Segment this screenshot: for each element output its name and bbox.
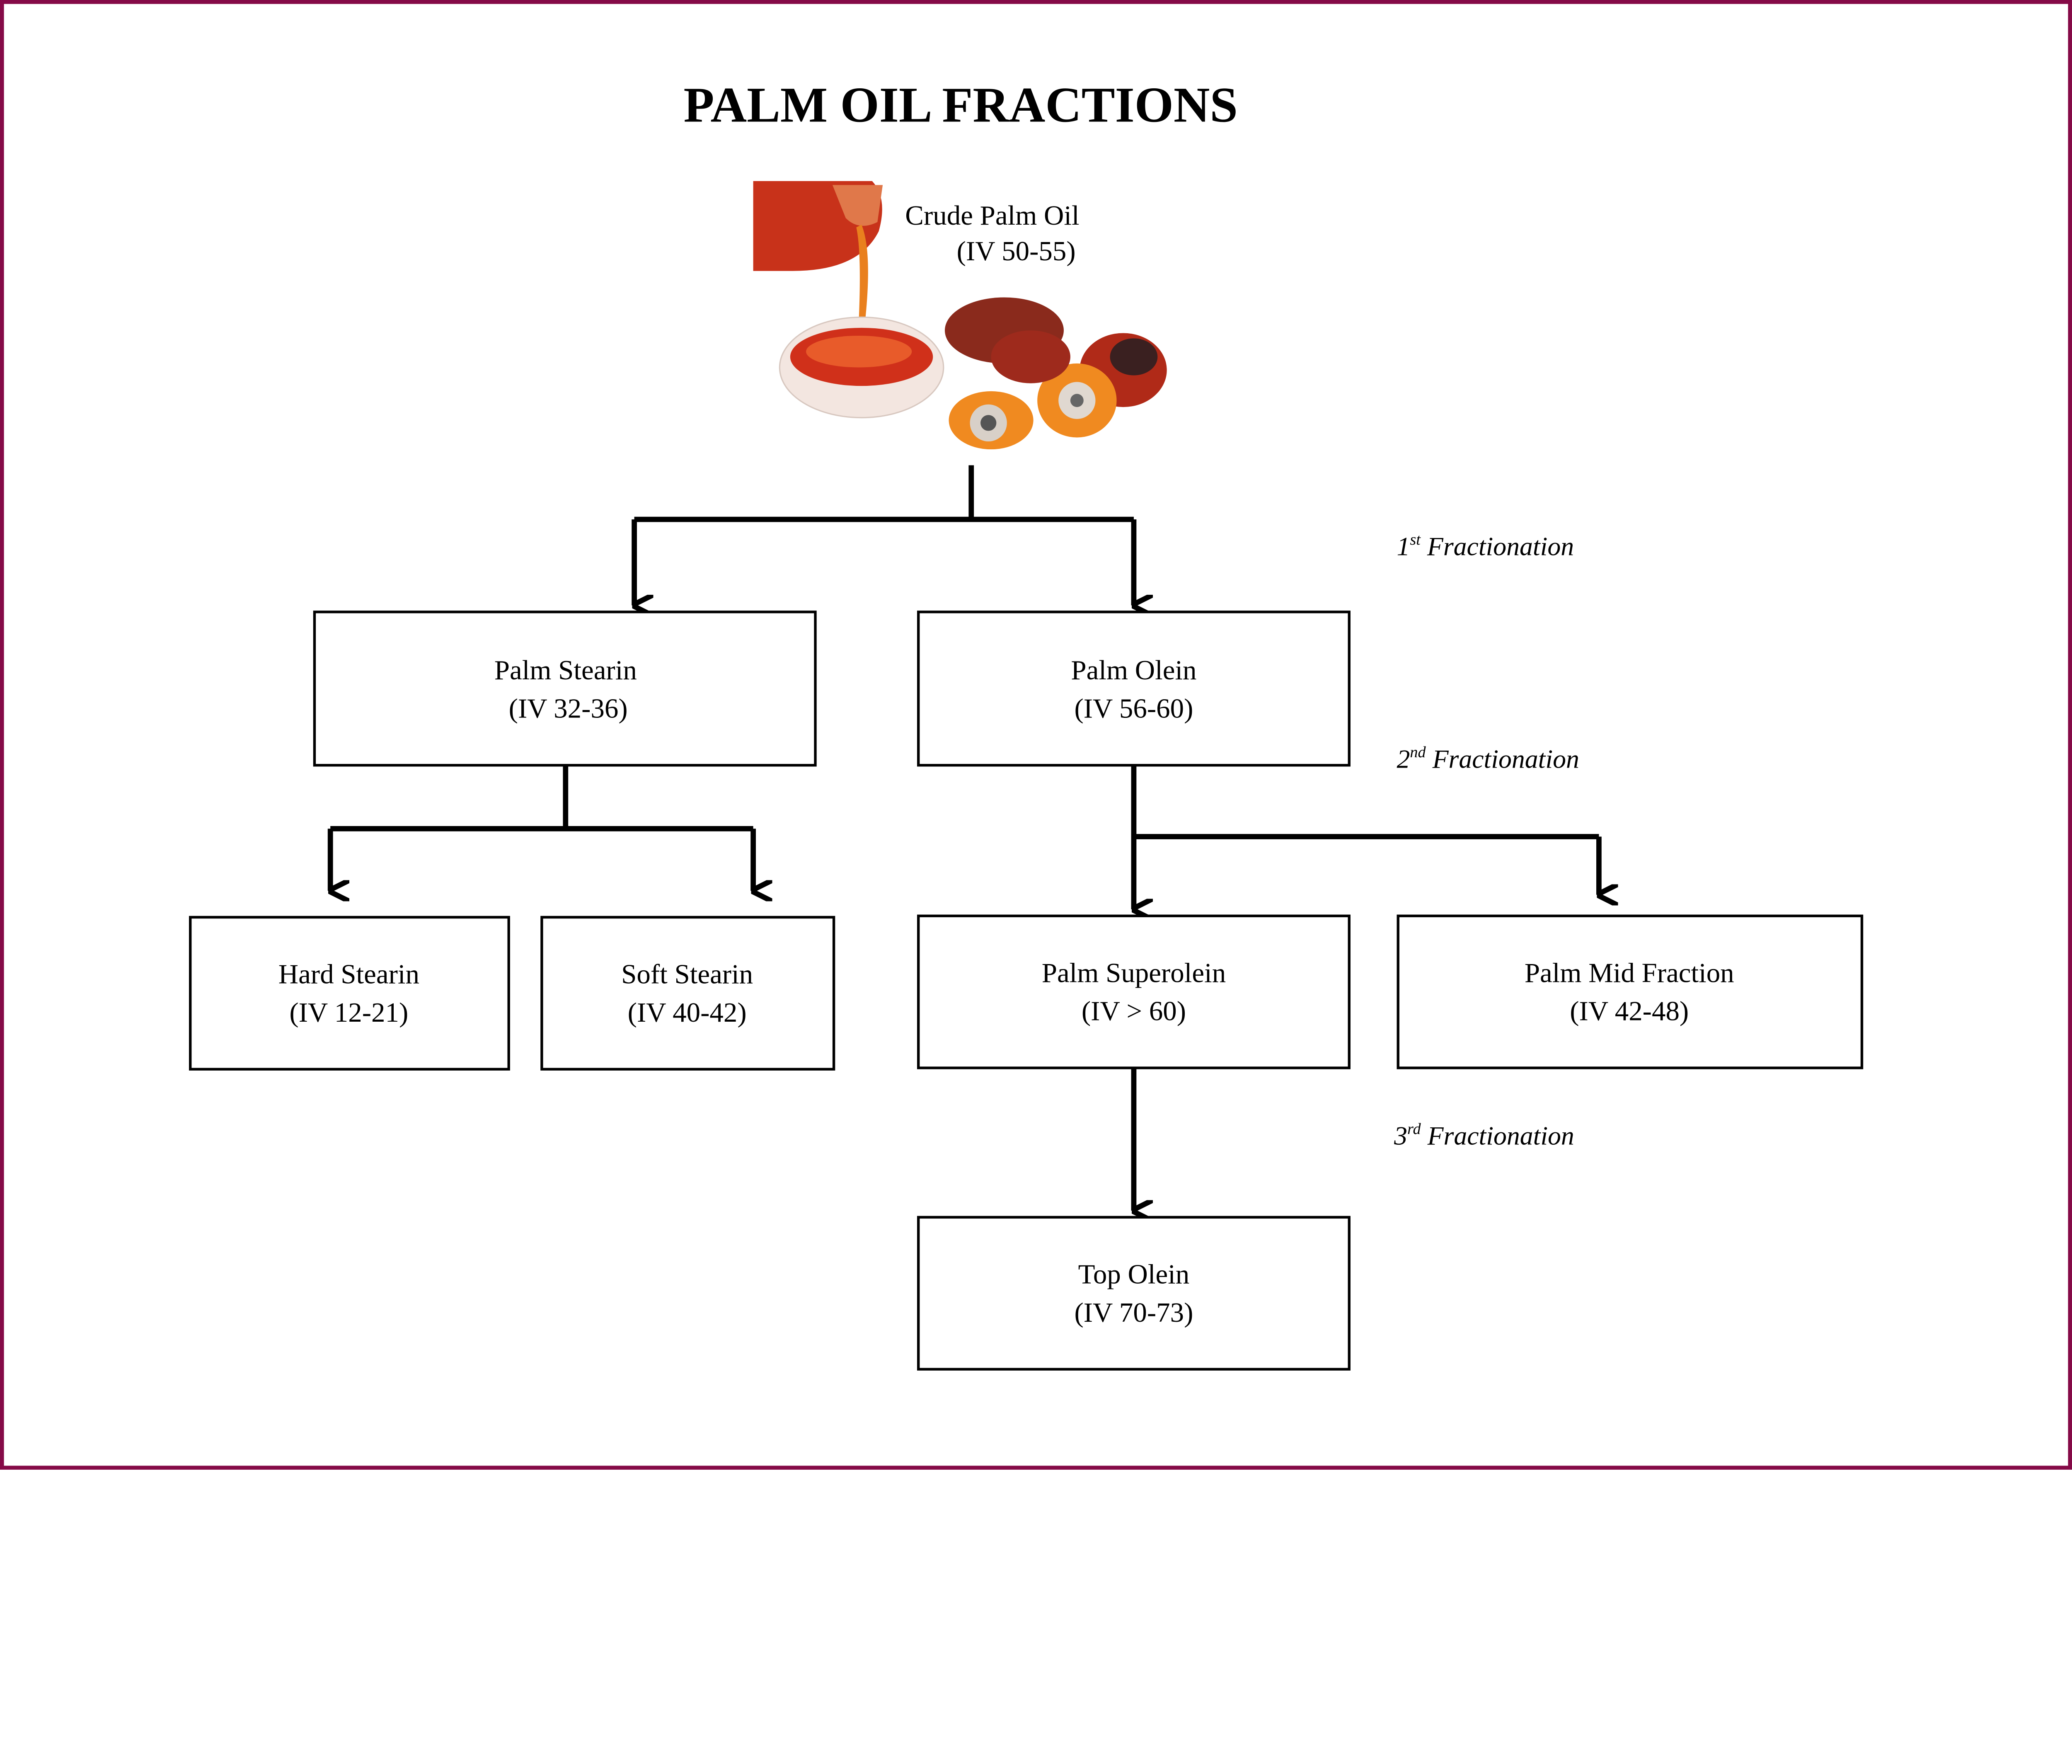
- node-name: Top Olein: [1078, 1259, 1190, 1289]
- node-iv: (IV 12-21): [289, 997, 408, 1028]
- node-iv: (IV > 60): [1082, 996, 1186, 1027]
- page-title: PALM OIL FRACTIONS: [684, 77, 1238, 133]
- node-iv: (IV 56-60): [1074, 693, 1193, 724]
- node-iv: (IV 40-42): [628, 997, 747, 1028]
- diagram-canvas: PALM OIL FRACTIONS Crude Palm Oil (IV 50…: [0, 0, 2072, 1470]
- palm-oil-fruit-photo: [753, 178, 1170, 451]
- crude-palm-oil-label: Crude Palm Oil: [905, 200, 1079, 231]
- node-soft-stearin: Soft Stearin (IV 40-42): [540, 916, 835, 1071]
- node-palm-superolein: Palm Superolein (IV > 60): [917, 914, 1351, 1069]
- node-palm-stearin: Palm Stearin (IV 32-36): [313, 611, 817, 767]
- connectors: [327, 465, 1599, 1210]
- node-name: Palm Superolein: [1042, 957, 1226, 988]
- node-name: Palm Stearin: [494, 655, 637, 686]
- node-iv: (IV 32-36): [509, 693, 628, 724]
- node-iv: (IV 42-48): [1570, 996, 1689, 1027]
- node-name: Hard Stearin: [278, 959, 419, 989]
- node-top-olein: Top Olein (IV 70-73): [917, 1216, 1351, 1371]
- node-palm-mid-fraction: Palm Mid Fraction (IV 42-48): [1397, 914, 1864, 1069]
- node-name: Palm Olein: [1071, 655, 1196, 686]
- node-name: Soft Stearin: [621, 959, 753, 989]
- crude-palm-oil-iv: (IV 50-55): [957, 236, 1076, 267]
- node-name: Palm Mid Fraction: [1525, 957, 1734, 988]
- node-iv: (IV 70-73): [1074, 1297, 1193, 1328]
- node-palm-olein: Palm Olein (IV 56-60): [917, 611, 1351, 767]
- node-hard-stearin: Hard Stearin (IV 12-21): [189, 916, 510, 1071]
